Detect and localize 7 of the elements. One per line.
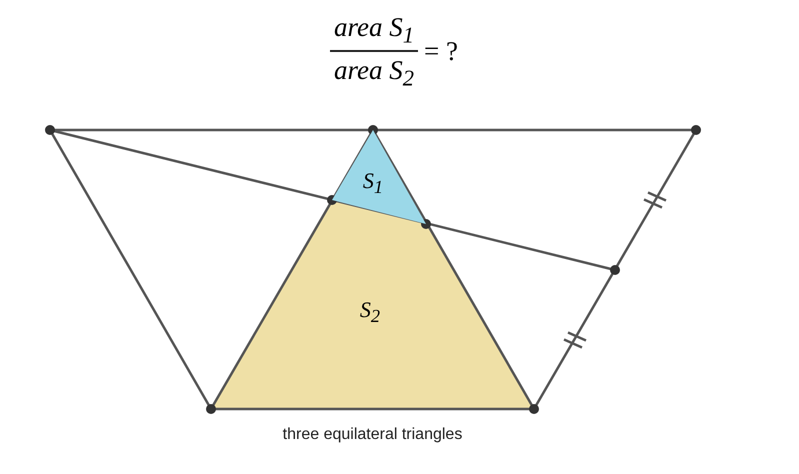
shaded-triangle <box>332 130 426 224</box>
region-label: S$_{1}$ <box>362 168 384 198</box>
region-label: S$_{2}$ <box>360 296 380 328</box>
caption: three equilateral triangles <box>282 426 462 443</box>
formula-text: area S$_{2}$ <box>333 54 415 92</box>
formula-text: = ? <box>424 36 458 68</box>
formula-text: area S$_{1}$ <box>333 12 415 50</box>
